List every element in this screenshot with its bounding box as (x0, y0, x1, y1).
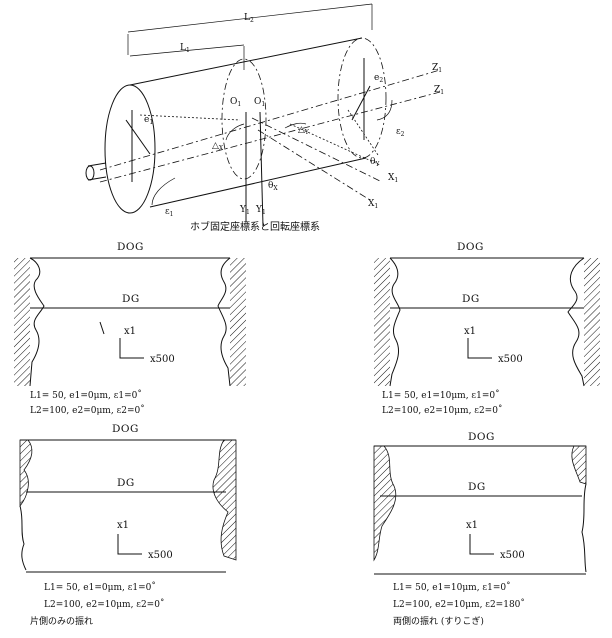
panel-4-right-hatch (571, 445, 587, 485)
dx-arc (225, 123, 245, 141)
panel-3-note: 片側のみの振れ (30, 615, 93, 627)
panel-4-dog-label: DOG (468, 431, 495, 443)
label-e1: e1 (144, 115, 153, 126)
panel-1-scale-x500: x500 (150, 354, 175, 365)
panel-3: DOG DG x1 x500 L1= 50, e1=0μm, ε1=0˚ L2=… (19, 423, 237, 627)
label-delta-x: △X (212, 141, 224, 152)
label-x1-b: X1 (368, 199, 378, 210)
l2-dimension-line (127, 3, 373, 33)
panel-3-scale-x500: x500 (148, 550, 173, 561)
panel-1-dg-label: DG (122, 293, 140, 305)
panel-1-scale-x1: x1 (124, 326, 136, 337)
shaft-end (85, 165, 95, 181)
panel-1-param-line1: L1= 50, e1=0μm, ε1=0˚ (30, 389, 142, 401)
right-eccentric-arrow (351, 85, 371, 121)
top-labels: L2 L1 O1 O1 e1 e2 ε1 ε2 △X △Y θX θY Z1 Z… (144, 13, 444, 233)
panel-2-right-hatch (584, 258, 600, 386)
middle-section-ellipse (221, 58, 267, 180)
hob-coordinate-diagram (85, 3, 441, 227)
panel-2-scale-x500: x500 (498, 354, 523, 365)
panel-1-scale-bar (119, 338, 144, 359)
panel-3-scale-bar (117, 534, 142, 555)
panel-3-left-hatch (19, 439, 33, 508)
panel-4: DOG DG x1 x500 L1= 50, e1=10μm, ε1=0˚ L2… (373, 431, 587, 627)
label-x1-a: X1 (388, 173, 398, 184)
panel-3-param-line1: L1= 50, e1=0μm, ε1=0˚ (44, 581, 156, 593)
panel-4-left-hatch (373, 445, 397, 562)
label-theta-y: θY (370, 157, 380, 168)
label-z1-a: Z1 (432, 63, 442, 74)
z-axis-line-b (99, 91, 441, 183)
panel-1-dog-label: DOG (117, 241, 144, 253)
shaft-line-top (87, 162, 107, 167)
panel-1-right-profile (217, 257, 231, 387)
panel-2-param-line1: L1= 50, e1=10μm, ε1=0˚ (382, 389, 500, 401)
panel-4-dg-label: DG (468, 481, 486, 493)
label-eps1: ε1 (165, 207, 174, 218)
top-caption: ホブ固定座標系と回転座標系 (190, 220, 320, 233)
panel-1-right-hatch (230, 258, 246, 386)
panel-3-left-profile (19, 505, 27, 571)
panel-3-right-hatch (212, 439, 237, 561)
panel-1-tick (99, 321, 105, 335)
z-axis-line-a (99, 69, 441, 171)
label-o1-left: O1 (230, 97, 241, 108)
panel-2-left-hatch (374, 258, 390, 386)
panel-3-scale-x1: x1 (117, 520, 129, 531)
dy-arc (284, 122, 307, 129)
panel-2: DOG DG x1 x500 L1= 50, e1=10μm, ε1=0˚ L2… (374, 241, 600, 416)
label-theta-x: θX (268, 181, 278, 192)
eps2-arc (376, 99, 393, 121)
label-e2: e2 (374, 73, 383, 84)
label-delta-y: △Y (298, 125, 310, 136)
x-axis-line-a (251, 117, 383, 183)
panel-2-dg-label: DG (462, 293, 480, 305)
label-eps2: ε2 (396, 127, 405, 138)
panel-2-dog-label: DOG (457, 241, 484, 253)
label-y1-b: Y1 (255, 205, 266, 216)
y-axis-line-b (259, 111, 264, 227)
panel-1: DOG DG x1 x500 L1= 50, e1=0μm, ε1=0˚ L2=… (14, 241, 246, 416)
panel-3-param-line2: L2=100, e2=10μm, ε2=0˚ (44, 598, 164, 610)
panel-4-param-line2: L2=100, e2=10μm, ε2=180˚ (393, 598, 525, 610)
label-z1-b: Z1 (434, 85, 444, 96)
panel-4-scale-x500: x500 (500, 550, 525, 561)
panel-4-scale-bar (469, 534, 494, 555)
label-o1-right: O1 (254, 97, 265, 108)
panel-3-dg-label: DG (117, 477, 135, 489)
panel-2-left-profile (389, 257, 401, 387)
panel-2-right-profile (567, 257, 585, 387)
l1-dimension-line (129, 44, 245, 57)
panel-1-left-hatch (14, 258, 30, 386)
panel-3-dog-label: DOG (112, 423, 139, 435)
eps1-arc (151, 177, 176, 206)
panel-4-note: 両側の振れ (すりこぎ) (393, 615, 484, 627)
label-l2: L2 (244, 13, 254, 24)
construction-line-3 (347, 109, 379, 156)
panel-2-scale-bar (467, 338, 492, 359)
panel-4-param-line1: L1= 50, e1=10μm, ε1=0˚ (393, 581, 511, 593)
panel-2-scale-x1: x1 (464, 326, 476, 337)
panel-1-left-profile (29, 257, 45, 387)
cylinder-bottom-edge (149, 157, 367, 208)
panel-2-param-line2: L2=100, e2=10μm, ε2=0˚ (382, 404, 502, 416)
label-l1: L1 (180, 43, 190, 54)
panel-4-scale-x1: x1 (466, 520, 478, 531)
panel-4-right-profile (581, 483, 587, 573)
label-y1-a: Y1 (239, 205, 250, 216)
cylinder-left-end (104, 84, 156, 214)
panel-1-param-line2: L2=100, e2=0μm, ε2=0˚ (30, 404, 145, 416)
cylinder-top-edge (129, 37, 363, 86)
construction-line-2 (289, 123, 381, 166)
x-axis-line-b (257, 129, 371, 201)
left-eccentric-arrow (125, 119, 151, 155)
construction-line (139, 114, 241, 121)
